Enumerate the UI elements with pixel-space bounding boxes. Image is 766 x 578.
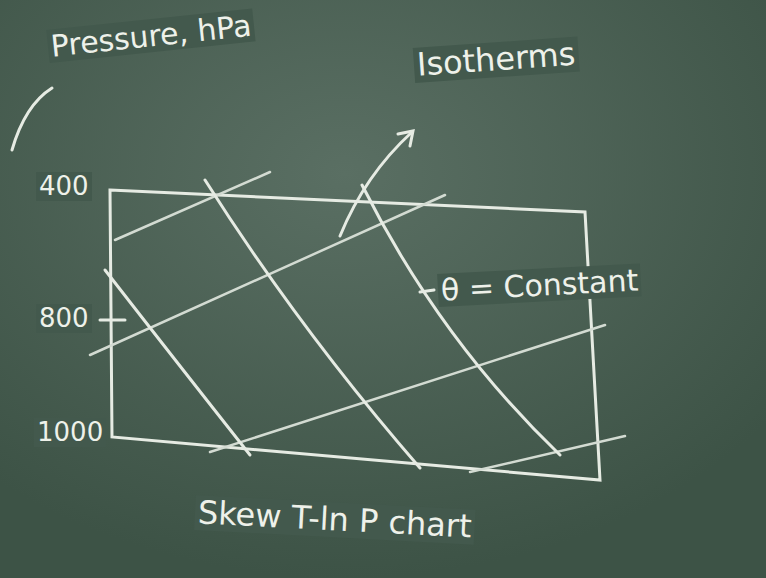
adiabat-curve (205, 180, 420, 468)
pressure-value: 800 (36, 304, 92, 333)
leader-line (12, 88, 52, 150)
callout-arrow (340, 132, 412, 236)
isotherm-line (115, 172, 270, 240)
adiabat-curve (362, 185, 560, 455)
pressure-value: 400 (36, 172, 92, 201)
callout-dash (420, 290, 434, 292)
arrow-head (398, 131, 413, 146)
axis-tick (100, 319, 125, 322)
isotherm-line (210, 325, 605, 452)
chart-frame (110, 190, 600, 480)
pressure-value: 1000 (34, 418, 106, 447)
adiabat-curve (105, 270, 250, 455)
